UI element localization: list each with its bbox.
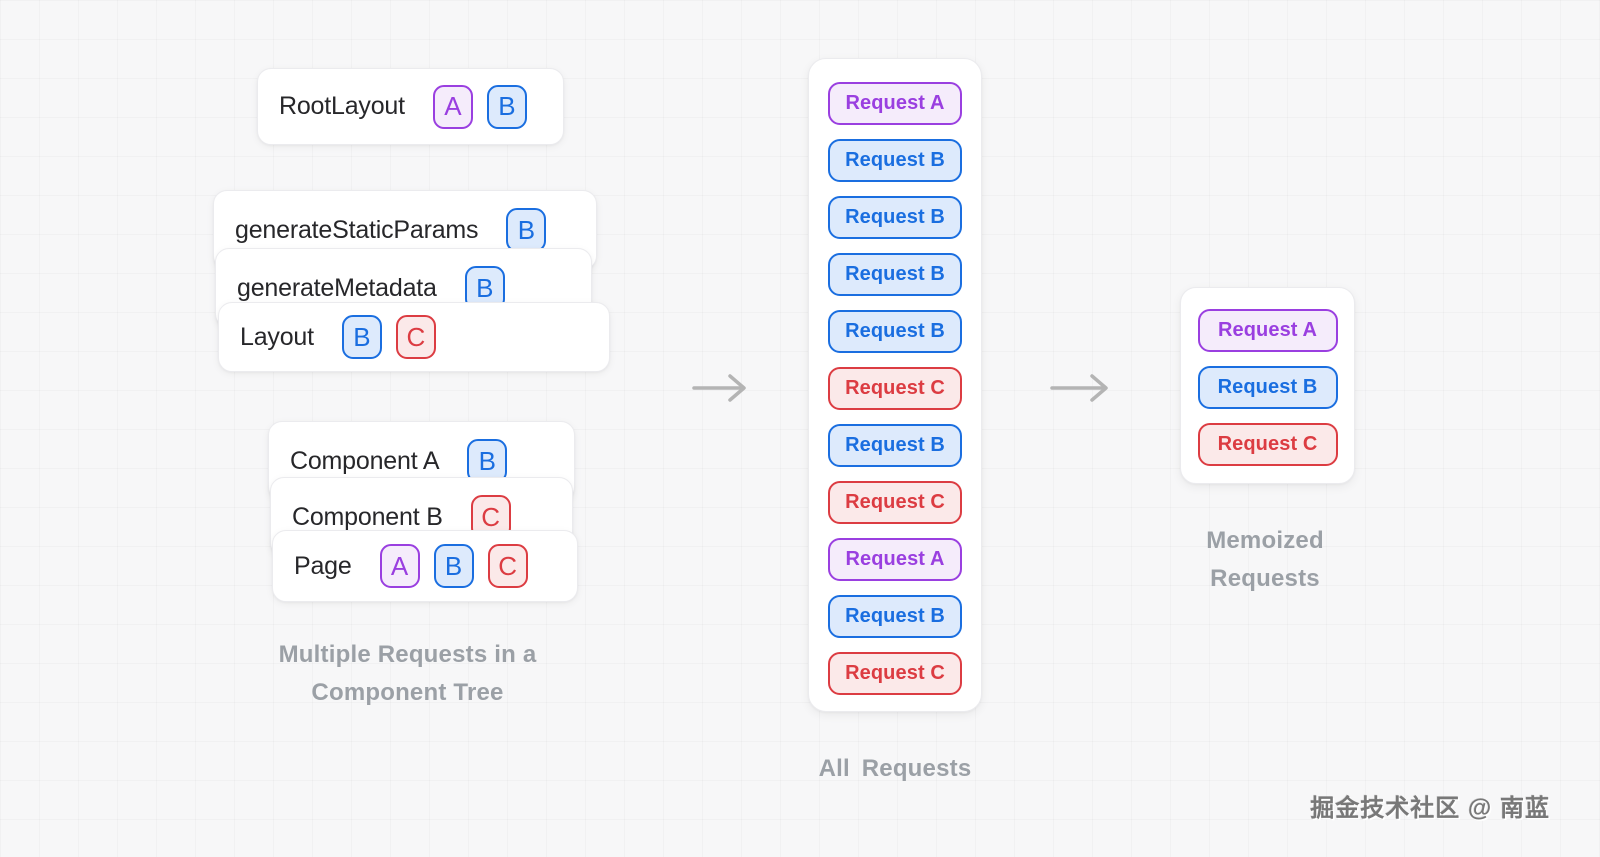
request-badge-a: Request A — [1197, 309, 1338, 352]
component-b-label: Component B — [292, 502, 443, 531]
letter-badge-c: C — [487, 544, 528, 588]
memoized-caption-line1: Memoized — [1206, 527, 1324, 554]
layout-label: Layout — [240, 322, 314, 351]
request-badge-b: Request B — [828, 424, 962, 467]
letter-badge-b: B — [486, 84, 527, 129]
all-requests-panel: Request A Request B Request B Request B Requ… — [808, 58, 982, 712]
letter-badge-a: A — [432, 84, 473, 129]
memoized-caption-line2: Requests — [1210, 565, 1320, 592]
arrow-right-icon — [1048, 370, 1116, 411]
letter-badge-b: B — [341, 315, 382, 359]
memoized-requests-caption: Memoized Requests — [1165, 522, 1365, 598]
request-badge-b: Request B — [1197, 366, 1338, 409]
component-tree-caption-line2: Component Tree — [311, 679, 504, 706]
generatemetadata-label: generateMetadata — [237, 273, 437, 302]
arrow-right-icon — [690, 370, 754, 411]
all-requests-caption: All Requests — [818, 755, 972, 782]
watermark-text: 掘金技术社区 @ 南蓝 — [1310, 795, 1550, 822]
letter-badge-b: B — [506, 208, 547, 252]
request-badge-c: Request C — [828, 652, 962, 695]
request-badge-b: Request B — [828, 253, 962, 296]
request-badge-a: Request A — [828, 82, 962, 125]
generatestaticparams-badge-group: B — [506, 208, 547, 252]
letter-badge-a: A — [379, 544, 420, 588]
component-a-label: Component A — [290, 446, 440, 475]
request-badge-b: Request B — [828, 196, 962, 239]
request-badge-b: Request B — [828, 595, 962, 638]
request-badge-b: Request B — [828, 139, 962, 182]
memoized-requests-panel: Request A Request B Request C — [1180, 287, 1355, 484]
rootlayout-label: RootLayout — [279, 92, 405, 120]
request-badge-c: Request C — [828, 481, 962, 524]
request-badge-c: Request C — [1197, 423, 1338, 466]
component-tree-caption-line1: Multiple Requests in a — [278, 641, 537, 668]
letter-badge-b: B — [433, 544, 474, 588]
request-badge-b: Request B — [828, 310, 962, 353]
letter-badge-c: C — [395, 315, 436, 359]
request-badge-c: Request C — [828, 367, 962, 410]
page-label: Page — [294, 551, 352, 580]
request-badge-a: Request A — [828, 538, 962, 581]
component-tree-caption: Multiple Requests in a Component Tree — [240, 636, 575, 712]
generatestaticparams-label: generateStaticParams — [235, 215, 479, 244]
